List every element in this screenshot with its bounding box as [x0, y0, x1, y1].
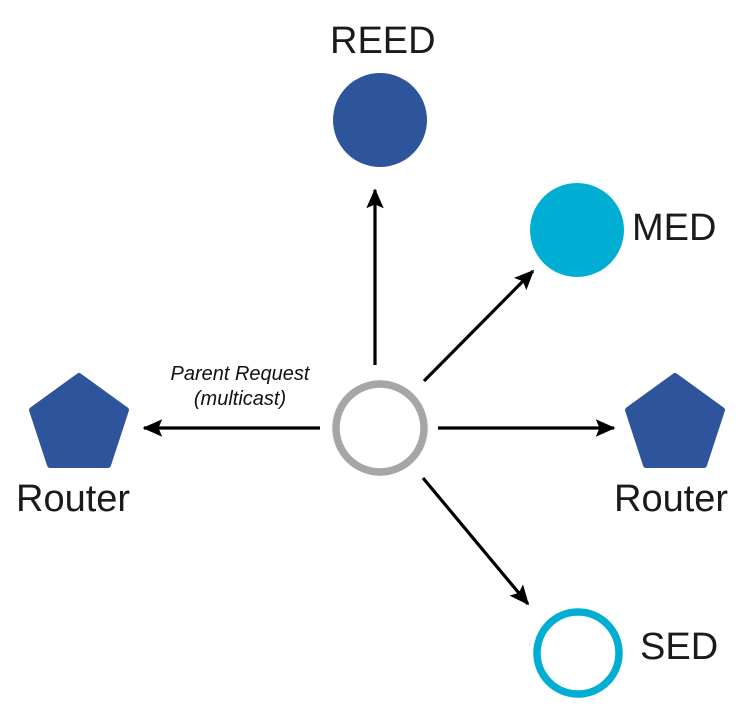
node-label-router-right: Router [614, 478, 729, 520]
edge-to-med [422, 269, 535, 383]
node-med-shape[interactable] [530, 183, 624, 277]
edge-to-sed [421, 476, 530, 606]
nodes-group [29, 73, 725, 698]
edge-label-parent-request: Parent Request (multicast) [155, 362, 325, 412]
node-center-shape[interactable] [332, 380, 428, 476]
node-router-right-shape[interactable] [625, 373, 725, 468]
node-label-med: MED [632, 207, 717, 249]
node-router-left-shape[interactable] [29, 373, 129, 468]
edge-label-line-1: Parent Request [170, 363, 310, 385]
node-sed-shape[interactable] [533, 608, 623, 698]
edge-label-line-2: (multicast) [193, 388, 287, 410]
node-reed-shape[interactable] [333, 73, 427, 167]
node-label-sed: SED [640, 626, 719, 668]
node-label-reed: REED [330, 20, 436, 62]
node-label-router-left: Router [16, 478, 131, 520]
edges-group [142, 188, 616, 606]
